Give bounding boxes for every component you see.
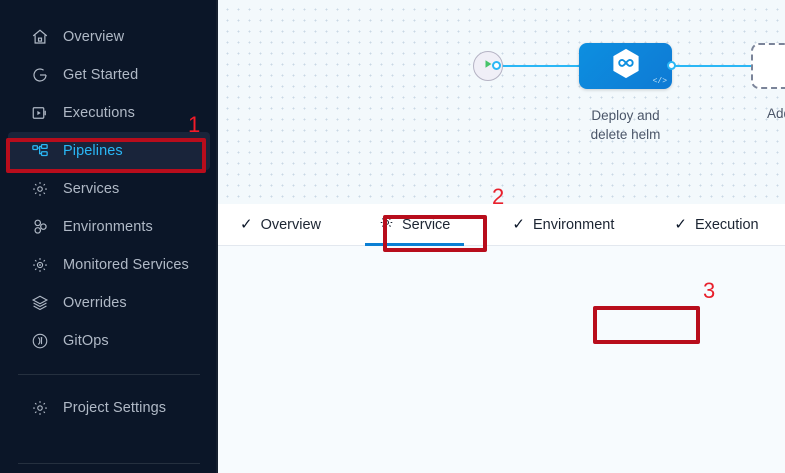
check-icon: ✓ [674,216,687,233]
gear-icon [30,399,49,418]
sidebar-item-overview[interactable]: Overview [8,18,210,56]
tab-label: Service [402,216,451,233]
main-area: </> Deploy and delete helm Add Stage [218,0,785,473]
sidebar-item-label: Overview [63,29,125,45]
sidebar-item-label: Monitored Services [63,257,189,273]
tab-overview[interactable]: ✓ Overview [236,204,325,245]
sidebar-item-label: Environments [63,219,153,235]
sidebar-item-label: Get Started [63,67,139,83]
sidebar-item-environments[interactable]: Environments [8,208,210,246]
tab-label: Overview [260,216,322,233]
sidebar-item-services[interactable]: Services [8,170,210,208]
sidebar-item-pipelines[interactable]: Pipelines [8,132,210,170]
sidebar-item-label: Project Settings [63,400,167,416]
add-stage-node[interactable] [751,43,785,89]
sidebar-item-label: GitOps [63,333,109,349]
service-form-panel: Select Service - Select - [218,246,785,473]
sidebar-item-label: Pipelines [63,143,123,159]
layers-icon [30,294,49,313]
sidebar-item-label: Executions [63,105,135,121]
tab-bar: ✓ Overview Service ✓ Environment ✓ Execu… [218,204,785,246]
check-icon: ✓ [512,216,525,233]
monitored-gear-icon [30,256,49,275]
sidebar-edge [216,0,218,473]
add-stage-label: Add Stage [766,106,785,121]
check-icon: ✓ [240,216,253,233]
sidebar-bottom-divider [18,463,200,464]
sidebar-item-monitored-services[interactable]: Monitored Services [8,246,210,284]
connector-wire [671,65,757,67]
tab-execution[interactable]: ✓ Execution [670,204,762,245]
sidebar-item-executions[interactable]: Executions [8,94,210,132]
connector-wire [496,65,588,67]
play-icon [482,57,494,75]
code-badge-icon: </> [652,77,667,86]
tab-environment[interactable]: ✓ Environment [508,204,618,245]
tab-label: Execution [694,216,759,233]
sidebar-item-gitops[interactable]: GitOps [8,322,210,360]
sidebar: Overview Get Started Executions [0,0,218,473]
harness-hexagon-icon [611,48,641,85]
gear-icon [30,180,49,199]
sidebar-item-label: Overrides [63,295,127,311]
stage-label-line1: Deploy and [591,108,660,123]
sidebar-item-project-settings[interactable]: Project Settings [8,389,210,427]
gear-icon [379,215,394,234]
home-icon [30,28,49,47]
connector-dot[interactable] [667,61,676,70]
pipeline-nodes-icon [30,142,49,161]
sidebar-divider [18,374,200,375]
stage-label: Deploy and delete helm [548,106,703,144]
connector-dot[interactable] [492,61,501,70]
tab-service[interactable]: Service [364,204,465,246]
sidebar-item-get-started[interactable]: Get Started [8,56,210,94]
play-box-icon [30,104,49,123]
circle-arrow-icon [30,66,49,85]
gitops-icon [30,332,49,351]
environments-icon [30,218,49,237]
pipeline-canvas[interactable]: </> Deploy and delete helm Add Stage [218,0,785,204]
sidebar-item-label: Services [63,181,120,197]
stage-label-line2: delete helm [590,127,661,142]
tab-label: Environment [532,216,615,233]
sidebar-item-overrides[interactable]: Overrides [8,284,210,322]
stage-node-deploy-and-delete-helm[interactable]: </> [579,43,672,89]
